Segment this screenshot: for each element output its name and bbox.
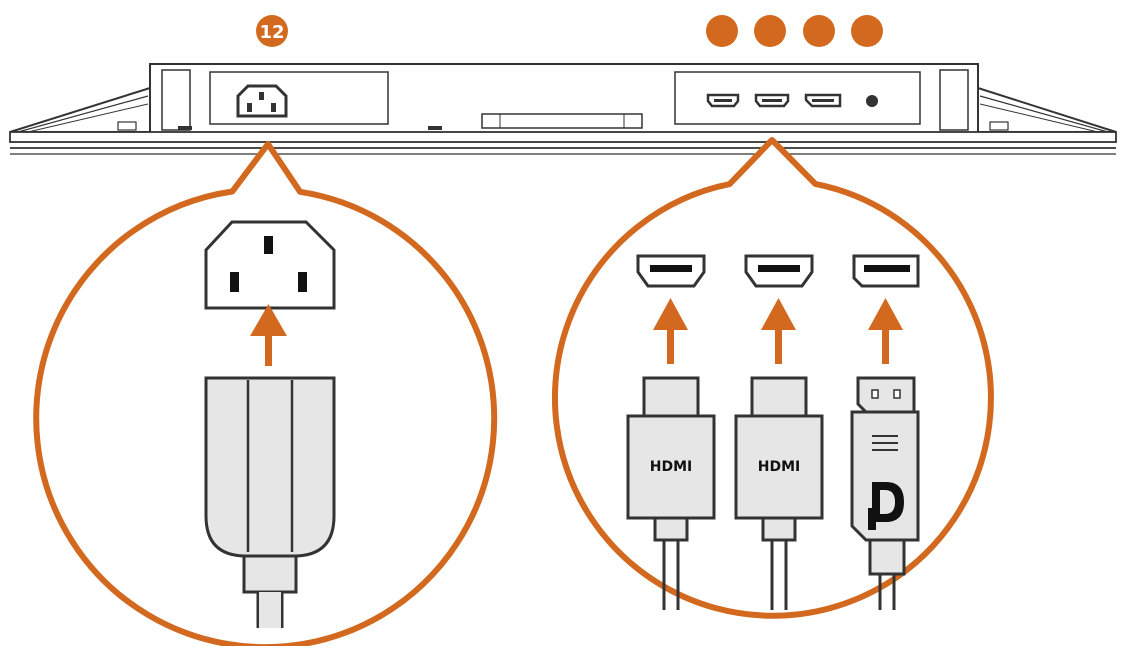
monitor-displayport-icon: [804, 93, 842, 108]
hdmi-plug-1: HDMI: [626, 376, 716, 610]
callout-badge-port-4: [851, 15, 883, 47]
monitor-hdmi-port-1-icon: [706, 93, 740, 108]
callout-badge-power: 12: [256, 15, 288, 47]
monitor-port-row: [706, 93, 878, 108]
power-inlet-enlarged-icon: [204, 220, 336, 310]
callout-badge-port-1: [706, 15, 738, 47]
hdmi-port-2-enlarged-icon: [744, 254, 814, 288]
hdmi-2-insert-arrow-icon: [761, 298, 796, 364]
hdmi-logo-label: HDMI: [650, 459, 692, 475]
callout-badge-port-2: [754, 15, 786, 47]
callout-badge-port-3: [803, 15, 835, 47]
power-insert-arrow-icon: [250, 304, 287, 366]
power-plug-icon: [204, 376, 336, 628]
monitor-hdmi-port-2-icon: [754, 93, 790, 108]
hdmi-plug-2: HDMI: [734, 376, 824, 610]
monitor-audio-jack-icon: [866, 95, 878, 107]
displayport-plug: DP: [850, 376, 920, 610]
hdmi-port-1-enlarged-icon: [636, 254, 706, 288]
hdmi-logo-label: HDMI: [758, 459, 800, 475]
hdmi-1-insert-arrow-icon: [653, 298, 688, 364]
monitor-bottom-view: [9, 63, 1117, 155]
callout-number: 12: [259, 22, 284, 43]
monitor-power-inlet-icon: [236, 84, 288, 118]
displayport-insert-arrow-icon: [868, 298, 903, 364]
displayport-logo-icon: [868, 482, 904, 530]
displayport-enlarged-icon: [852, 254, 920, 288]
